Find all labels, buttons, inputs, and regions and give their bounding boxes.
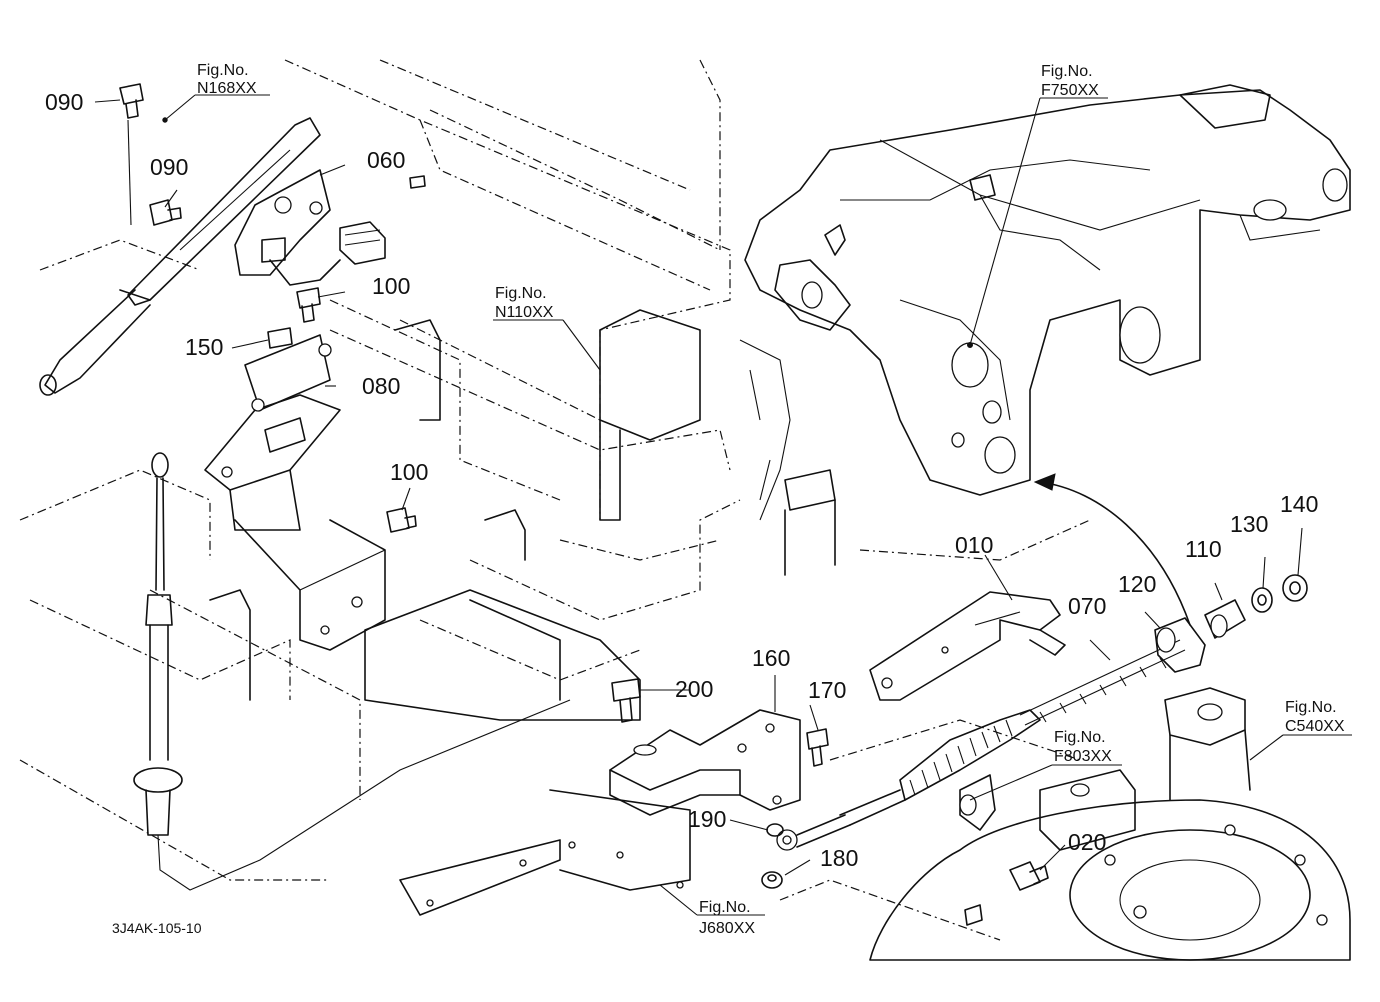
bracket-160: [609, 709, 801, 816]
part-number-160: 160: [752, 645, 790, 671]
part-number-150: 150: [185, 334, 223, 360]
fig-ref-label: Fig.No.: [495, 285, 547, 302]
part-number-100: 100: [390, 459, 428, 485]
fig-ref-label: Fig.No.: [1041, 63, 1093, 80]
part-number-060: 060: [367, 147, 405, 173]
fig-ref-code: C540XX: [1285, 718, 1345, 735]
leader-lines: [94, 94, 1352, 916]
hitch-assembly: [739, 84, 1351, 576]
bolts: [119, 83, 1049, 891]
curved-arrow: [1033, 473, 1191, 626]
center-panels: [209, 309, 701, 916]
fig-ref-code: N110XX: [495, 304, 554, 321]
part-number-200: 200: [675, 676, 713, 702]
part-number-080: 080: [362, 373, 400, 399]
part-number-140: 140: [1280, 491, 1318, 517]
part-number-190: 190: [688, 806, 726, 832]
part-number-100: 100: [372, 273, 410, 299]
housing-flange: [869, 687, 1351, 961]
fig-ref-label: Fig.No.: [699, 899, 751, 916]
part-number-020: 020: [1068, 829, 1106, 855]
lever-010: [869, 591, 1066, 701]
part-number-090: 090: [45, 89, 83, 115]
figure-references: Fig.No. N168XX Fig.No. F750XX Fig.No. N1…: [197, 62, 1345, 937]
fig-ref-code: F750XX: [1041, 82, 1099, 99]
part-number-180: 180: [820, 845, 858, 871]
fig-ref-code: F803XX: [1054, 748, 1112, 765]
fig-ref-code: N168XX: [197, 80, 257, 97]
part-number-110: 110: [1185, 536, 1222, 562]
part-number-labels: 090 090 060 100 150 080 100 010 070 120 …: [45, 89, 1318, 871]
part-number-070: 070: [1068, 593, 1106, 619]
lever-switch-connector: [261, 221, 386, 286]
fig-ref-label: Fig.No.: [197, 62, 249, 79]
fig-ref-label: Fig.No.: [1054, 729, 1106, 746]
chassis-frame-outline: [19, 59, 1091, 941]
brake-cable-left: [133, 452, 571, 891]
part-number-170: 170: [808, 677, 846, 703]
bracket-080: [204, 334, 386, 651]
part-number-090: 090: [150, 154, 188, 180]
parking-brake-lever: [39, 117, 331, 396]
part-number-120: 120: [1118, 571, 1156, 597]
part-number-130: 130: [1230, 511, 1268, 537]
right-small-parts: [761, 574, 1308, 889]
fig-ref-label: Fig.No.: [1285, 699, 1337, 716]
fig-ref-code: J680XX: [699, 920, 755, 937]
part-number-010: 010: [955, 532, 993, 558]
cable-070: [776, 639, 1186, 851]
diagram-id: 3J4AK-105-10: [112, 920, 202, 936]
